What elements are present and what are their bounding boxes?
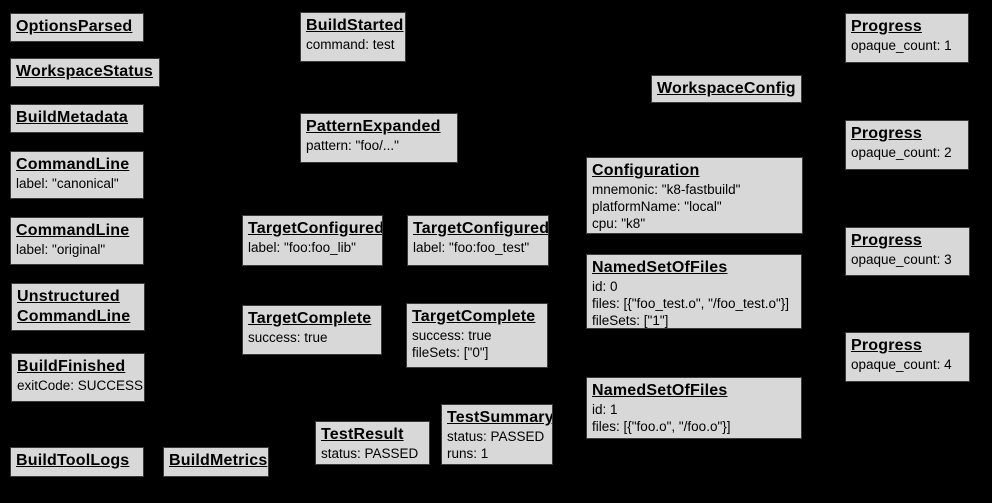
event-node-configuration: Configuration mnemonic: "k8-fastbuild" pla… [586, 157, 803, 234]
event-node-target-complete-foo-lib: TargetComplete success: true [242, 305, 382, 355]
event-node-field: platformName: "local" [592, 199, 722, 214]
event-node-title: Progress [851, 337, 922, 354]
event-node-title: TestResult [321, 426, 404, 443]
event-node-named-set-of-files-0: NamedSetOfFiles id: 0 files: [{"foo_test.o… [586, 254, 802, 329]
event-node-title: CommandLine [16, 222, 130, 239]
event-node-progress-3: Progress opaque_count: 3 [845, 227, 970, 276]
event-node-title: TargetComplete [248, 310, 372, 327]
event-node-field: files: [{"foo.o", "/foo.o"}] [592, 419, 731, 434]
event-node-pattern-expanded: PatternExpanded pattern: "foo/..." [300, 113, 458, 163]
event-node-target-configured-foo-lib: TargetConfigured label: "foo:foo_lib" [242, 215, 383, 266]
event-node-workspace-config: WorkspaceConfig [651, 75, 802, 103]
event-node-title: WorkspaceStatus [16, 63, 153, 80]
event-node-title: BuildToolLogs [16, 452, 130, 469]
event-node-field: label: "foo:foo_test" [413, 240, 530, 255]
event-node-title: BuildMetrics [169, 452, 268, 469]
event-node-field: cpu: "k8" [592, 216, 646, 231]
event-node-build-metadata: BuildMetadata [10, 104, 144, 133]
event-node-test-summary: TestSummary status: PASSED runs: 1 [441, 404, 553, 465]
event-node-field: opaque_count: 3 [851, 252, 952, 267]
event-node-field: command: test [306, 37, 395, 52]
event-node-title: WorkspaceConfig [657, 80, 796, 97]
event-node-command-line-canonical: CommandLine label: "canonical" [10, 151, 144, 199]
event-node-workspace-status: WorkspaceStatus [10, 58, 160, 87]
event-node-field: label: "canonical" [16, 176, 119, 191]
event-node-field: success: true [412, 328, 492, 343]
event-node-title: TargetComplete [412, 308, 536, 325]
event-node-title: BuildFinished [17, 358, 126, 375]
event-node-field: opaque_count: 2 [851, 145, 952, 160]
event-node-title: CommandLine [16, 156, 130, 173]
event-node-title: OptionsParsed [16, 18, 133, 35]
event-node-field: fileSets: ["0"] [412, 345, 489, 360]
event-node-field: files: [{"foo_test.o", "/foo_test.o"}] [592, 296, 790, 311]
event-node-progress-4: Progress opaque_count: 4 [845, 332, 970, 382]
event-node-field: opaque_count: 4 [851, 357, 952, 372]
event-node-title: TestSummary [447, 409, 553, 426]
event-node-options-parsed: OptionsParsed [10, 13, 144, 42]
event-node-title: TargetConfigured [413, 220, 549, 237]
event-node-field: id: 0 [592, 279, 618, 294]
event-node-title: BuildMetadata [16, 109, 128, 126]
event-node-field: label: "original" [16, 242, 106, 257]
event-node-field: runs: 1 [447, 446, 489, 461]
event-node-command-line-original: CommandLine label: "original" [10, 217, 144, 265]
event-node-field: mnemonic: "k8-fastbuild" [592, 182, 741, 197]
event-node-build-tool-logs: BuildToolLogs [10, 447, 144, 477]
event-node-test-result: TestResult status: PASSED [315, 421, 430, 465]
event-node-build-finished: BuildFinished exitCode: SUCCESS [11, 353, 145, 402]
event-node-title: Progress [851, 18, 922, 35]
event-node-named-set-of-files-1: NamedSetOfFiles id: 1 files: [{"foo.o", "/… [586, 377, 802, 439]
event-node-progress-2: Progress opaque_count: 2 [845, 120, 969, 170]
event-node-progress-1: Progress opaque_count: 1 [845, 13, 969, 63]
event-node-field: status: PASSED [321, 446, 419, 461]
event-node-field: label: "foo:foo_lib" [248, 240, 356, 255]
event-node-field: opaque_count: 1 [851, 38, 952, 53]
event-node-title: NamedSetOfFiles [592, 382, 728, 399]
event-node-build-metrics: BuildMetrics [163, 447, 269, 477]
event-node-field: success: true [248, 330, 328, 345]
event-node-title: NamedSetOfFiles [592, 259, 728, 276]
event-node-build-started: BuildStarted command: test [300, 12, 406, 62]
event-node-title: TargetConfigured [248, 220, 383, 237]
event-node-title: PatternExpanded [306, 118, 441, 135]
event-node-field: status: PASSED [447, 429, 545, 444]
event-node-title: Configuration [592, 162, 700, 179]
event-node-title: Unstructured CommandLine [17, 288, 131, 325]
event-node-target-complete-foo-test: TargetComplete success: true fileSets: ["0… [406, 303, 548, 368]
event-node-target-configured-foo-test: TargetConfigured label: "foo:foo_test" [407, 215, 549, 266]
event-node-field: exitCode: SUCCESS [17, 378, 144, 393]
event-node-field: fileSets: ["1"] [592, 313, 669, 328]
event-node-field: pattern: "foo/..." [306, 138, 399, 153]
event-node-field: id: 1 [592, 402, 618, 417]
event-node-unstructured-command-line: Unstructured CommandLine [11, 283, 145, 331]
event-node-title: Progress [851, 125, 922, 142]
event-node-title: Progress [851, 232, 922, 249]
event-node-title: BuildStarted [306, 17, 404, 34]
